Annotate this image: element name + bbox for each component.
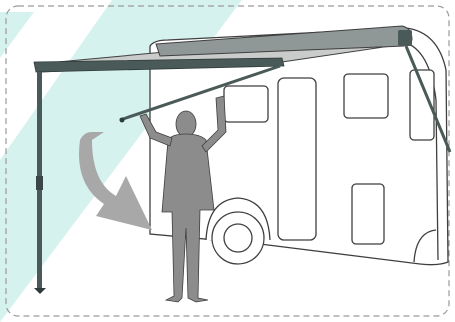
window-left xyxy=(224,86,268,122)
door xyxy=(278,78,316,240)
awning-end-cap xyxy=(398,30,412,46)
wheel-hub xyxy=(224,224,252,252)
rafter-tip xyxy=(120,118,125,123)
support-leg-left-joint xyxy=(36,176,43,190)
locker-hatch xyxy=(352,184,384,244)
support-leg-left-foot xyxy=(34,288,46,294)
person-head xyxy=(176,111,196,137)
highlight-band-top-left xyxy=(0,12,34,58)
window-middle xyxy=(344,74,388,118)
